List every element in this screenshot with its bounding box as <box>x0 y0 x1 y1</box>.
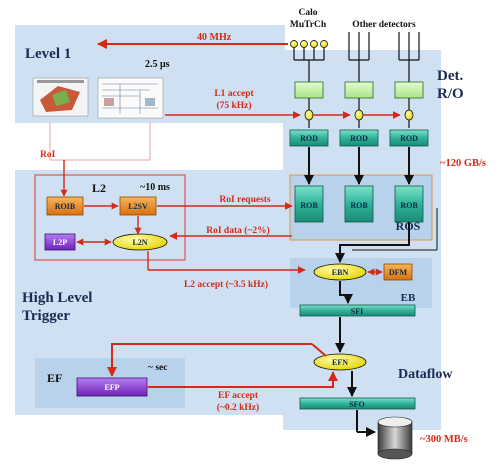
calo-tap-icon <box>300 40 308 48</box>
roi-data-label: RoI data (~2%) <box>206 225 270 236</box>
l2n-node <box>112 233 168 251</box>
pipeline-node-icon <box>304 109 314 121</box>
rod-box <box>289 129 329 147</box>
other-detectors-label: Other detectors <box>352 20 416 30</box>
sfi-label: SFI <box>351 307 363 316</box>
frontend-box <box>294 81 324 99</box>
calo-tap-icon <box>290 40 298 48</box>
level1-latency: 2.5 μs <box>145 59 170 70</box>
efp-box <box>76 377 148 397</box>
efn-node <box>313 353 367 371</box>
rod-box <box>339 129 379 147</box>
calo-tap-icon <box>310 40 318 48</box>
l2p-box <box>44 233 76 251</box>
dfm-label: DFM <box>389 268 408 277</box>
det-label: Det. <box>437 68 463 84</box>
rod-label: ROD <box>300 134 318 143</box>
rob-label: ROB <box>300 201 318 210</box>
ef-accept-label: EF accept <box>218 391 259 401</box>
l2n-label: L2N <box>132 238 147 247</box>
efn-label: EFN <box>332 358 348 367</box>
eb-title: EB <box>401 292 416 304</box>
l2-title: L2 <box>92 181 106 195</box>
pipeline-node-icon <box>404 109 414 121</box>
calo-tap-icon <box>320 40 328 48</box>
rod-label: ROD <box>400 134 418 143</box>
level1-title: Level 1 <box>25 46 71 62</box>
l2-latency: ~10 ms <box>140 182 170 193</box>
l1-accept-rate: (75 kHz) <box>216 100 251 111</box>
rob-box <box>344 185 374 223</box>
ebn-node <box>313 263 367 281</box>
l1-accept-label: L1 accept <box>214 89 254 99</box>
frontend-box <box>344 81 374 99</box>
frontend-box <box>394 81 424 99</box>
dfm-box <box>383 263 413 281</box>
sfi-bar <box>299 304 416 317</box>
rod-box <box>389 129 429 147</box>
calo-label: Calo <box>299 8 318 18</box>
rob-label: ROB <box>350 201 368 210</box>
l2sv-box <box>119 196 157 216</box>
calo-taps <box>290 40 328 48</box>
ef-title: EF <box>47 371 62 385</box>
storage-disk-icon <box>377 416 413 460</box>
sfo-bar <box>299 397 416 410</box>
ro-label: R/O <box>437 86 464 102</box>
ef-accept-rate: (~0.2 kHz) <box>217 402 259 413</box>
roib-label: ROIB <box>55 202 76 211</box>
ef-accept-arrow <box>312 371 338 388</box>
mutrch-label: MuTrCh <box>290 20 327 30</box>
roib-box <box>46 196 84 216</box>
roi-requests-label: RoI requests <box>219 195 271 205</box>
l2-box <box>34 174 186 261</box>
rod-label: ROD <box>350 134 368 143</box>
hlt-title-line1: High Level <box>22 290 92 306</box>
hlt-title-line2: Trigger <box>22 308 70 324</box>
clock-label: 40 MHz <box>197 32 232 43</box>
ef-latency: ~ sec <box>148 363 167 373</box>
l2p-label: L2P <box>53 238 67 247</box>
l2sv-label: L2SV <box>128 202 148 211</box>
pipeline-node-icon <box>354 109 364 121</box>
ebn-label: EBN <box>332 268 349 277</box>
efn-to-efp-arrow <box>107 343 312 377</box>
ros-to-ebn-arrow <box>335 222 410 263</box>
efp-label: EFP <box>104 383 119 392</box>
roi-label: RoI <box>40 150 56 160</box>
storage-bandwidth: ~300 MB/s <box>420 434 468 445</box>
sfo-label: SFO <box>349 400 365 409</box>
rob-box <box>294 185 324 223</box>
rob-label: ROB <box>400 201 418 210</box>
ro-bandwidth: ~120 GB/s <box>440 158 486 169</box>
dataflow-title: Dataflow <box>398 367 453 382</box>
rob-box <box>394 185 424 223</box>
l2-accept-label: L2 accept (~3.5 kHz) <box>184 279 268 290</box>
